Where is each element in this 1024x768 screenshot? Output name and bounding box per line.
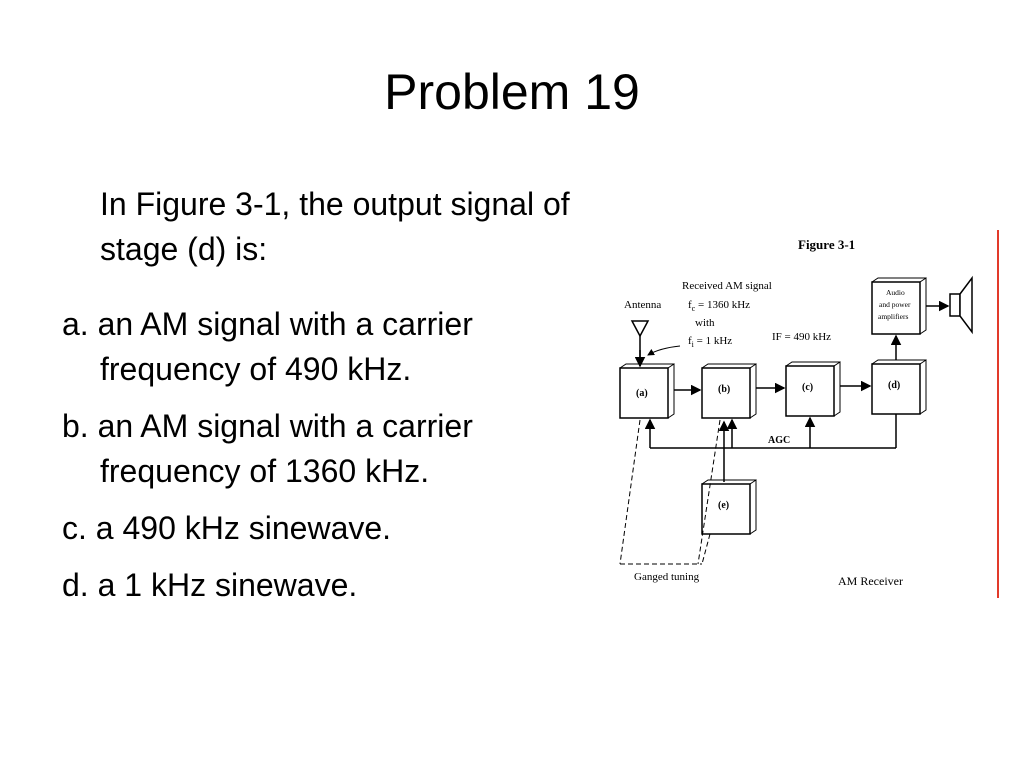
agc-label: AGC bbox=[768, 435, 790, 446]
antenna-label: Antenna bbox=[624, 299, 661, 311]
block-d: (d) bbox=[871, 359, 927, 415]
block-a: (a) bbox=[619, 363, 675, 419]
option-b: b. an AM signal with a carrier frequency… bbox=[62, 404, 582, 494]
question-stem: In Figure 3-1, the output signal of stag… bbox=[100, 186, 570, 267]
option-c: c. a 490 kHz sinewave. bbox=[62, 506, 582, 551]
option-d: d. a 1 kHz sinewave. bbox=[62, 563, 582, 608]
signal-pointer-arrow bbox=[647, 345, 681, 356]
figure-caption: AM Receiver bbox=[838, 574, 903, 588]
audio-amp-line3: amplifiers bbox=[878, 312, 908, 321]
audio-amp-block: Audio and power amplifiers bbox=[871, 277, 927, 335]
audio-amp-line1: Audio bbox=[886, 288, 905, 297]
option-a-text: an AM signal with a carrier frequency of… bbox=[97, 306, 473, 387]
ganged-tuning-lines bbox=[619, 419, 721, 565]
block-e: (e) bbox=[701, 479, 757, 535]
received-signal-label: Received AM signal bbox=[682, 280, 772, 292]
option-c-text: a 490 kHz sinewave. bbox=[95, 510, 392, 546]
block-e-label: (e) bbox=[718, 500, 729, 511]
option-c-letter: c. bbox=[62, 510, 87, 546]
block-a-label: (a) bbox=[636, 388, 648, 399]
am-receiver-figure: Figure 3-1 AM Receiver Ganged tuning Ant… bbox=[610, 228, 1002, 600]
carrier-freq-label: fc = 1360 kHz bbox=[688, 299, 750, 313]
option-a: a. an AM signal with a carrier frequency… bbox=[62, 302, 582, 392]
option-b-text: an AM signal with a carrier frequency of… bbox=[97, 408, 473, 489]
block-b: (b) bbox=[701, 363, 757, 419]
block-d-label: (d) bbox=[888, 380, 900, 391]
speaker-icon bbox=[949, 275, 973, 335]
audio-amp-line2: and power bbox=[879, 300, 911, 309]
slide-title: Problem 19 bbox=[384, 64, 640, 120]
block-c-label: (c) bbox=[802, 382, 813, 393]
figure-title: Figure 3-1 bbox=[798, 237, 855, 252]
option-a-letter: a. bbox=[62, 306, 89, 342]
ganged-tuning-label: Ganged tuning bbox=[634, 571, 700, 583]
option-b-letter: b. bbox=[62, 408, 89, 444]
am-receiver-diagram: Figure 3-1 AM Receiver Ganged tuning Ant… bbox=[619, 230, 999, 598]
with-label: with bbox=[695, 317, 715, 329]
question-text-area: In Figure 3-1, the output signal of stag… bbox=[62, 182, 582, 620]
option-d-letter: d. bbox=[62, 567, 89, 603]
if-label: IF = 490 kHz bbox=[772, 331, 831, 343]
block-b-label: (b) bbox=[718, 384, 730, 395]
info-freq-label: fi = 1 kHz bbox=[688, 335, 732, 349]
agc-bus bbox=[644, 414, 897, 449]
option-d-text: a 1 kHz sinewave. bbox=[97, 567, 358, 603]
block-c: (c) bbox=[785, 361, 841, 417]
